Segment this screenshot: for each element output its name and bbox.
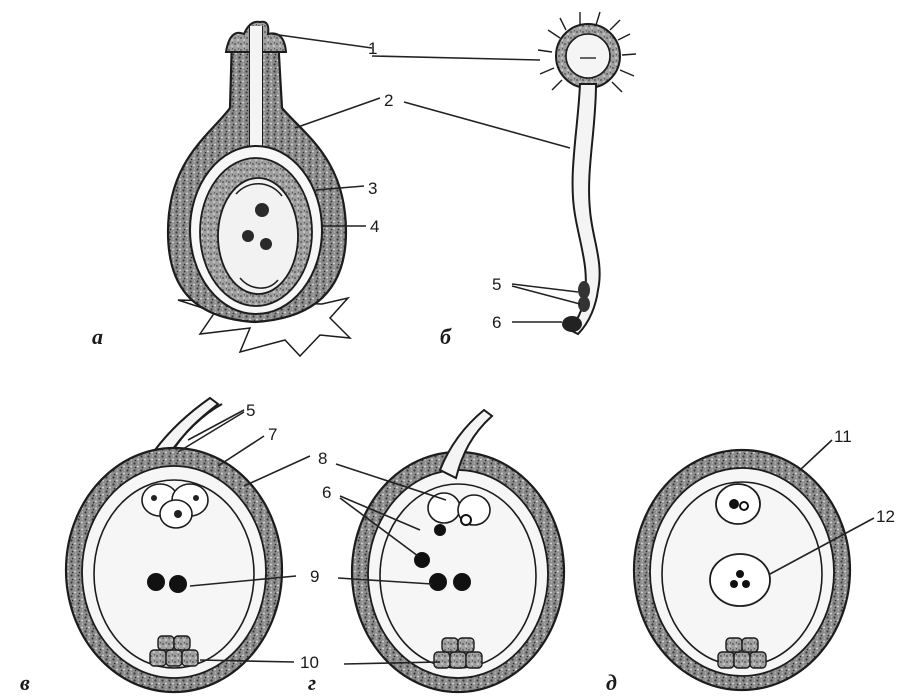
callout-5-panel-v: 5 bbox=[246, 401, 255, 420]
panel-v-polar-nucleus-1 bbox=[147, 573, 165, 591]
panel-v-polar-nucleus-2 bbox=[169, 575, 187, 593]
panel-g-polar-nucleus-1 bbox=[429, 573, 447, 591]
callout-4: 4 bbox=[370, 217, 379, 236]
callout-1: 1 bbox=[368, 39, 377, 58]
panel-letter-b: б bbox=[440, 324, 452, 349]
pollen-interior bbox=[566, 34, 610, 78]
triploid-nucleus-cell bbox=[710, 554, 770, 606]
callout-3: 3 bbox=[368, 179, 377, 198]
callout-11: 11 bbox=[834, 427, 852, 446]
panel-b-pollen-grain bbox=[538, 12, 636, 334]
callout-6-panel-g: 6 bbox=[322, 483, 331, 502]
panel-letter-g: г bbox=[308, 670, 316, 695]
panel-v-ovule bbox=[66, 398, 282, 692]
panel-d-ovule bbox=[634, 450, 850, 690]
panel-letter-v: в bbox=[20, 670, 30, 695]
panel-v-pollen-tube bbox=[155, 398, 218, 452]
panel-letter-a: а bbox=[92, 324, 103, 349]
callout-7: 7 bbox=[268, 425, 277, 444]
embryo-sac bbox=[218, 178, 298, 294]
callout-5-panel-b: 5 bbox=[492, 275, 501, 294]
callout-12: 12 bbox=[876, 507, 895, 526]
callout-9: 9 bbox=[310, 567, 319, 586]
tube-nucleus bbox=[562, 316, 582, 332]
panel-g-polar-nucleus-2 bbox=[453, 573, 471, 591]
callout-6-panel-b: 6 bbox=[492, 313, 501, 332]
polar-nucleus-2 bbox=[260, 238, 272, 250]
egg-nucleus bbox=[255, 203, 269, 217]
polar-nucleus-1 bbox=[242, 230, 254, 242]
panel-letter-d: д bbox=[606, 670, 617, 695]
callout-8: 8 bbox=[318, 449, 327, 468]
panel-g-ovule bbox=[352, 410, 564, 692]
callout-2: 2 bbox=[384, 91, 393, 110]
